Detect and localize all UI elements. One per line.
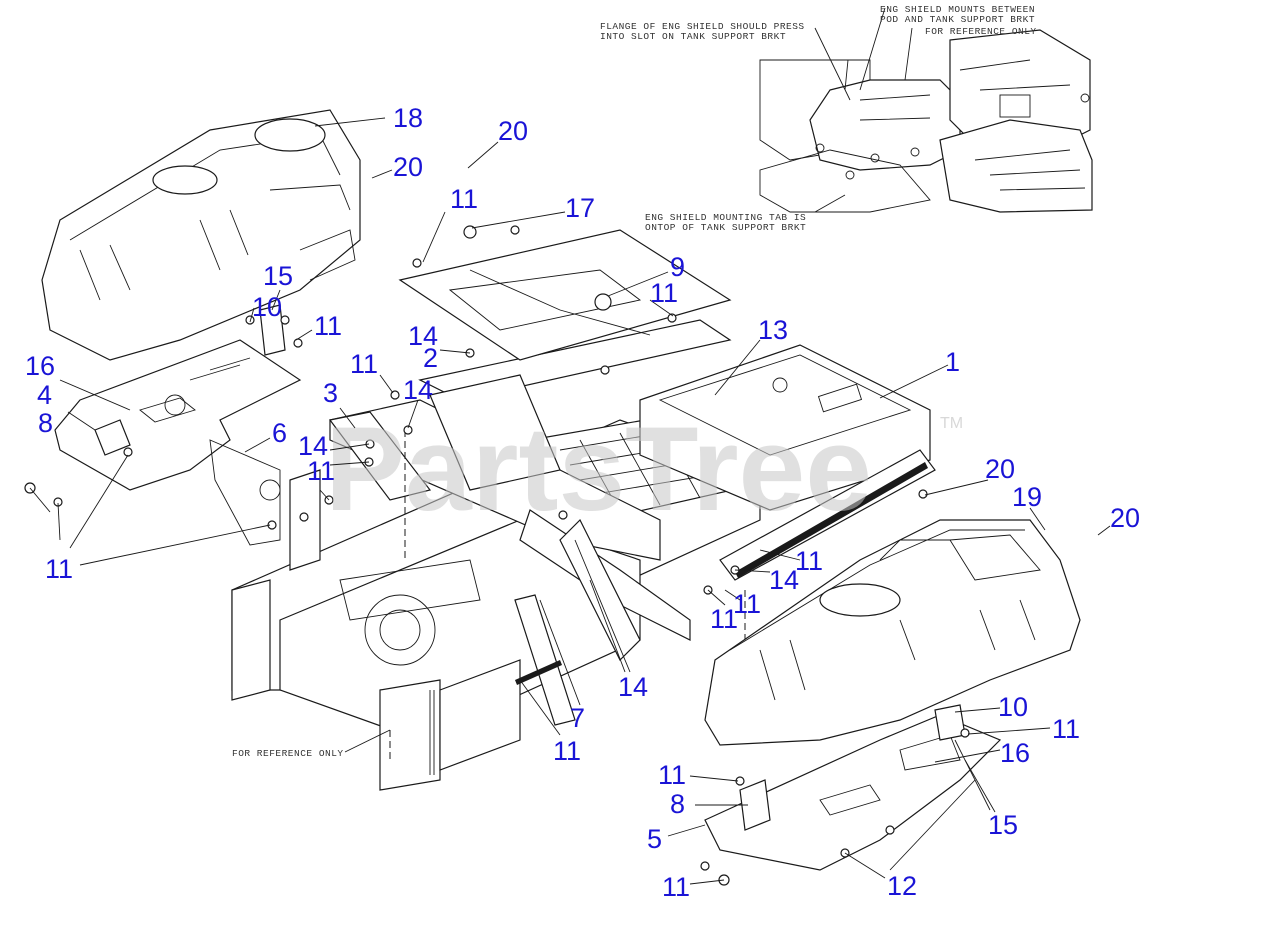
note-flange-line2: INTO SLOT ON TANK SUPPORT BRKT — [600, 31, 786, 42]
callout-11: 11 — [710, 604, 738, 634]
callout-14: 14 — [298, 431, 328, 461]
callout-14: 14 — [618, 672, 648, 702]
callout-11: 11 — [307, 456, 335, 486]
callout-8: 8 — [670, 789, 685, 819]
callout-1: 1 — [945, 347, 960, 377]
callout-8: 8 — [38, 408, 53, 438]
callout-7: 7 — [570, 703, 585, 733]
watermark-trademark: TM — [940, 415, 963, 432]
note-mounts-line1: ENG SHIELD MOUNTS BETWEEN — [880, 4, 1035, 15]
callout-11: 11 — [450, 184, 478, 214]
note-ref-bottom: FOR REFERENCE ONLY — [232, 748, 344, 759]
callout-12: 12 — [887, 871, 917, 901]
callout-15: 15 — [263, 261, 293, 291]
callout-9: 9 — [670, 252, 685, 282]
callout-20: 20 — [498, 116, 528, 146]
left-fender-pod — [41, 109, 361, 361]
callout-13: 13 — [758, 315, 788, 345]
callout-11: 11 — [553, 736, 581, 766]
callout-14: 14 — [403, 375, 433, 405]
right-floor-plate — [700, 704, 1002, 886]
note-flange-line1: FLANGE OF ENG SHIELD SHOULD PRESS — [600, 21, 805, 32]
bottom-reference: FOR REFERENCE ONLY — [232, 729, 391, 759]
callout-17: 17 — [565, 193, 595, 223]
callout-4: 4 — [37, 380, 52, 410]
callout-11: 11 — [795, 546, 823, 576]
watermark-text: PartsTree — [325, 402, 872, 536]
callout-11: 11 — [662, 872, 690, 902]
right-fender-pod — [704, 519, 1081, 746]
inset-detail: FLANGE OF ENG SHIELD SHOULD PRESS INTO S… — [600, 4, 1093, 233]
callout-11: 11 — [658, 760, 686, 790]
callout-10: 10 — [998, 692, 1028, 722]
callout-20: 20 — [393, 152, 423, 182]
callout-5: 5 — [647, 824, 662, 854]
leader-lines — [29, 117, 1111, 885]
callout-11: 11 — [733, 589, 761, 619]
callout-11: 11 — [1052, 714, 1080, 744]
callout-16: 16 — [25, 351, 55, 381]
callout-6: 6 — [272, 418, 287, 448]
note-mounts-line2: POD AND TANK SUPPORT BRKT — [880, 14, 1035, 25]
callout-11: 11 — [650, 278, 678, 308]
note-tab-line2: ONTOP OF TANK SUPPORT BRKT — [645, 222, 806, 233]
callout-20: 20 — [985, 454, 1015, 484]
callout-14: 14 — [769, 565, 799, 595]
note-ref-top: FOR REFERENCE ONLY — [925, 26, 1037, 37]
callout-2: 2 — [423, 343, 438, 373]
callout-labels: 18 20 20 11 17 9 15 10 11 11 13 14 2 16 … — [25, 103, 1140, 902]
callout-11: 11 — [45, 554, 73, 584]
callout-16: 16 — [1000, 738, 1030, 768]
watermark: PartsTree TM — [325, 402, 963, 536]
callout-10: 10 — [252, 292, 282, 322]
callout-20: 20 — [1110, 503, 1140, 533]
callout-18: 18 — [393, 103, 423, 133]
callout-3: 3 — [323, 378, 338, 408]
callout-11: 11 — [350, 349, 378, 379]
callout-11: 11 — [314, 311, 342, 341]
callout-19: 19 — [1012, 482, 1042, 512]
main-frame — [231, 225, 936, 791]
callout-15: 15 — [988, 810, 1018, 840]
note-tab-line1: ENG SHIELD MOUNTING TAB IS — [645, 212, 806, 223]
callout-14: 14 — [408, 321, 438, 351]
